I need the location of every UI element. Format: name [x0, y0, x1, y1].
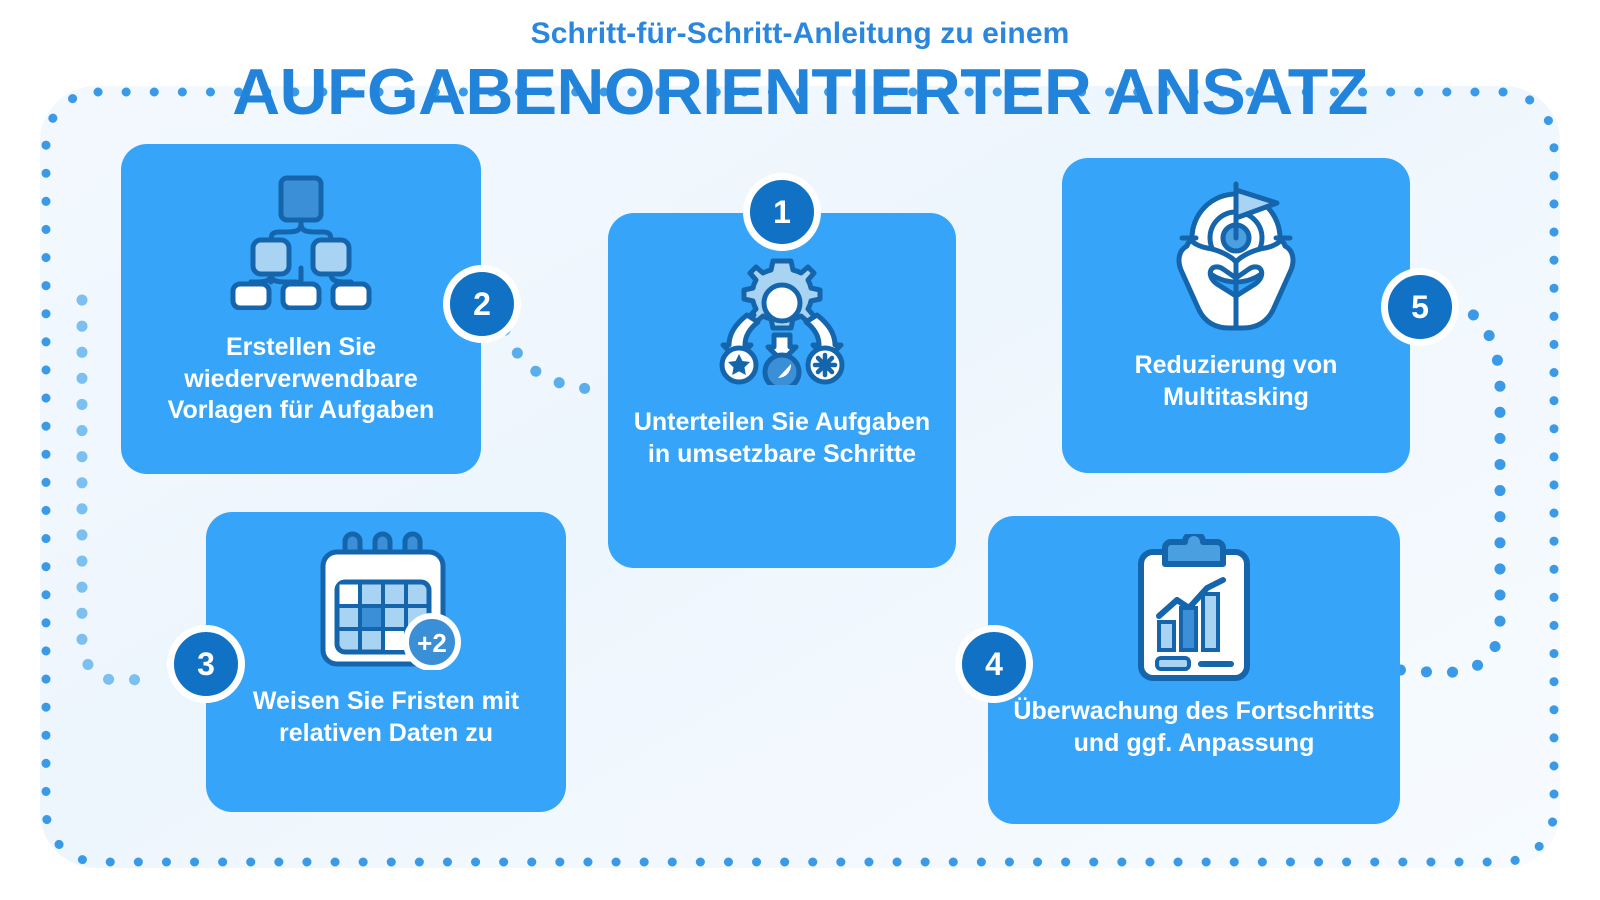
step-card-1-label: Unterteilen Sie Aufgaben in umsetzbare S…	[633, 408, 931, 468]
step-card-5[interactable]: Reduzierung von Multitasking	[1062, 158, 1410, 473]
step-badge-2[interactable]: 2	[443, 265, 521, 343]
header: Schritt-für-Schritt-Anleitung zu einem A…	[0, 16, 1600, 126]
step-card-4[interactable]: Überwachung des Fortschritts und ggf. An…	[988, 516, 1400, 824]
calendar-icon: +2	[301, 530, 471, 670]
step-card-1[interactable]: Unterteilen Sie Aufgaben in umsetzbare S…	[608, 213, 956, 568]
hands-target-flag-icon	[1161, 176, 1311, 336]
step-card-5-label: Reduzierung von Multitasking	[1134, 351, 1338, 411]
step-badge-5[interactable]: 5	[1381, 268, 1459, 346]
step-card-3-label: Weisen Sie Fristen mit relativen Daten z…	[252, 687, 520, 747]
step-card-2[interactable]: Erstellen Sie wiederverwendbare Vorlagen…	[121, 144, 481, 474]
calendar-plus-badge: +2	[417, 628, 447, 658]
eyebrow-text: Schritt-für-Schritt-Anleitung zu einem	[530, 17, 1070, 50]
page-title: AUFGABENORIENTIERTER ANSATZ	[232, 55, 1368, 128]
step-badge-4[interactable]: 4	[955, 625, 1033, 703]
step-badge-3[interactable]: 3	[167, 625, 245, 703]
step-card-2-label: Erstellen Sie wiederverwendbare Vorlagen…	[167, 333, 435, 424]
step-card-3[interactable]: +2 Weisen Sie Fristen mit relativen Date…	[206, 512, 566, 812]
clipboard-chart-icon	[1131, 534, 1257, 684]
step-badge-1[interactable]: 1	[743, 173, 821, 251]
gear-branching-icon	[707, 247, 857, 385]
step-card-4-label: Überwachung des Fortschritts und ggf. An…	[1013, 697, 1375, 757]
hierarchy-tree-icon	[219, 170, 383, 310]
